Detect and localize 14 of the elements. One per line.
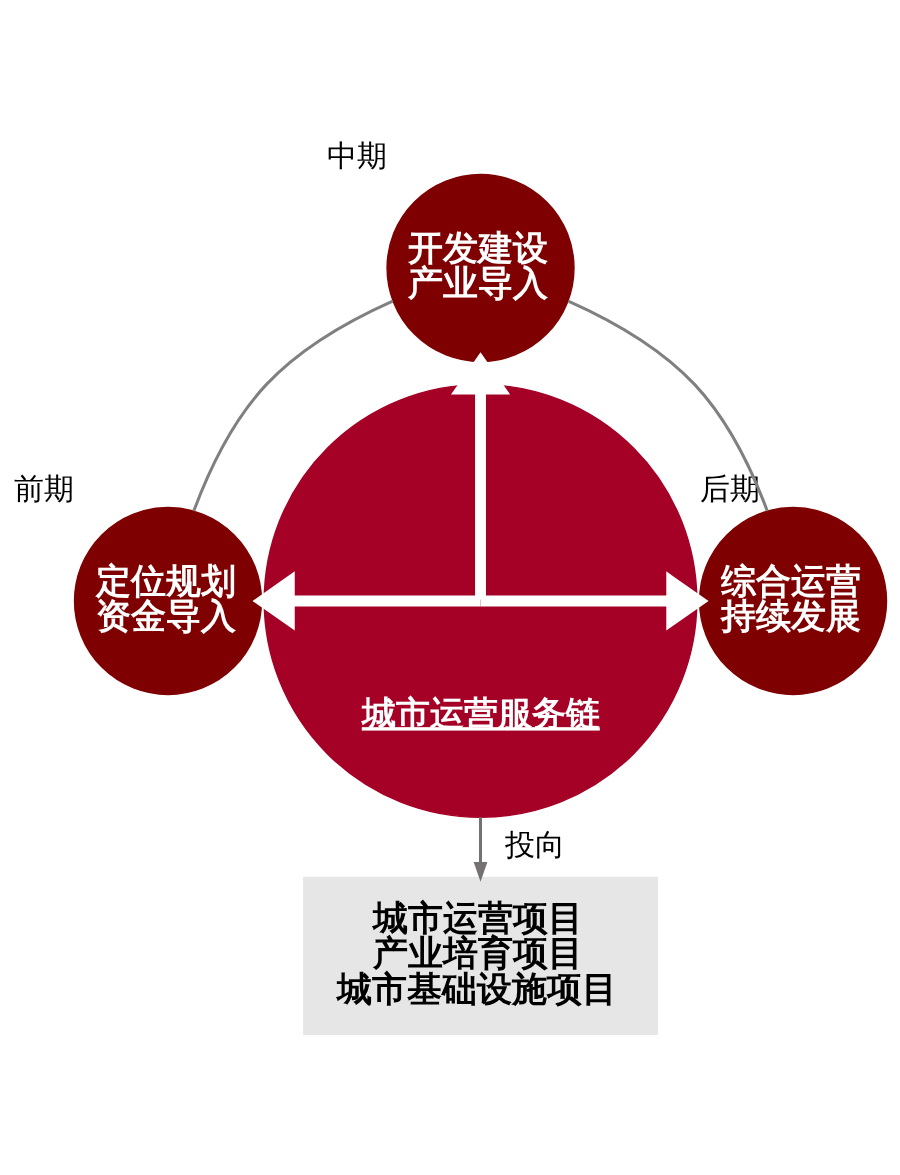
node-circle: 综合运营 持续发展 (698, 506, 887, 695)
arrow (473, 816, 487, 882)
node-box: 城市运营项目 产业培育项目 城市基础设施项目 (302, 876, 658, 1035)
arrow (480, 570, 709, 631)
node-circle: 城市运营服务链 (263, 383, 697, 818)
connector (567, 299, 769, 511)
node-circle: 开发建设 产业导入 (385, 173, 575, 362)
connector (191, 299, 393, 511)
node-label: 前期 (13, 470, 74, 506)
node-label: 中期 (326, 137, 387, 173)
node-label: 后期 (699, 470, 760, 506)
node-circle: 定位规划 资金导入 (73, 506, 262, 695)
edge-label: 投向 (504, 826, 565, 862)
arrow (251, 570, 480, 631)
